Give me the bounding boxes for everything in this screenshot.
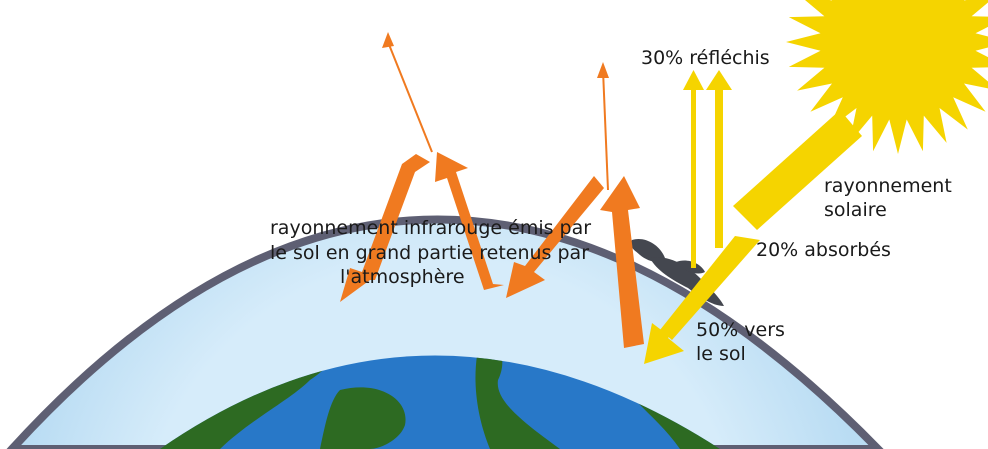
reflected-arrows xyxy=(683,70,732,268)
ir-escape-arrow-left xyxy=(387,41,433,153)
infrared-label-line1: rayonnement infrarouge émis par xyxy=(270,217,591,239)
sun-icon xyxy=(786,0,988,154)
absorbed-label: 20% absorbés xyxy=(756,239,891,261)
atmosphere xyxy=(6,215,884,449)
solar-label-line1: rayonnement xyxy=(824,175,952,197)
ir-arrow-down-1 xyxy=(340,154,430,302)
solar-radiation xyxy=(644,70,862,364)
ground-label-line1: 50% vers xyxy=(696,319,785,341)
infrared-radiation xyxy=(340,32,644,348)
incoming-solar-beam xyxy=(733,110,862,230)
ground-label-line2: le sol xyxy=(696,343,746,365)
labels: 30% réfléchis rayonnement solaire 20% ab… xyxy=(270,47,952,365)
infrared-label-line2: le sol en grand partie retenus par xyxy=(270,242,589,264)
solar-label-line2: solaire xyxy=(824,199,887,221)
ir-arrow-down-2 xyxy=(506,176,604,298)
ir-arrow-up-1 xyxy=(435,152,504,290)
beam-to-ground-arrow xyxy=(644,236,745,364)
infrared-label-line3: l'atmosphère xyxy=(340,266,465,288)
ir-escape-arrow-right xyxy=(602,69,609,191)
ir-arrow-up-2 xyxy=(600,176,644,348)
reflected-label: 30% réfléchis xyxy=(641,47,770,69)
